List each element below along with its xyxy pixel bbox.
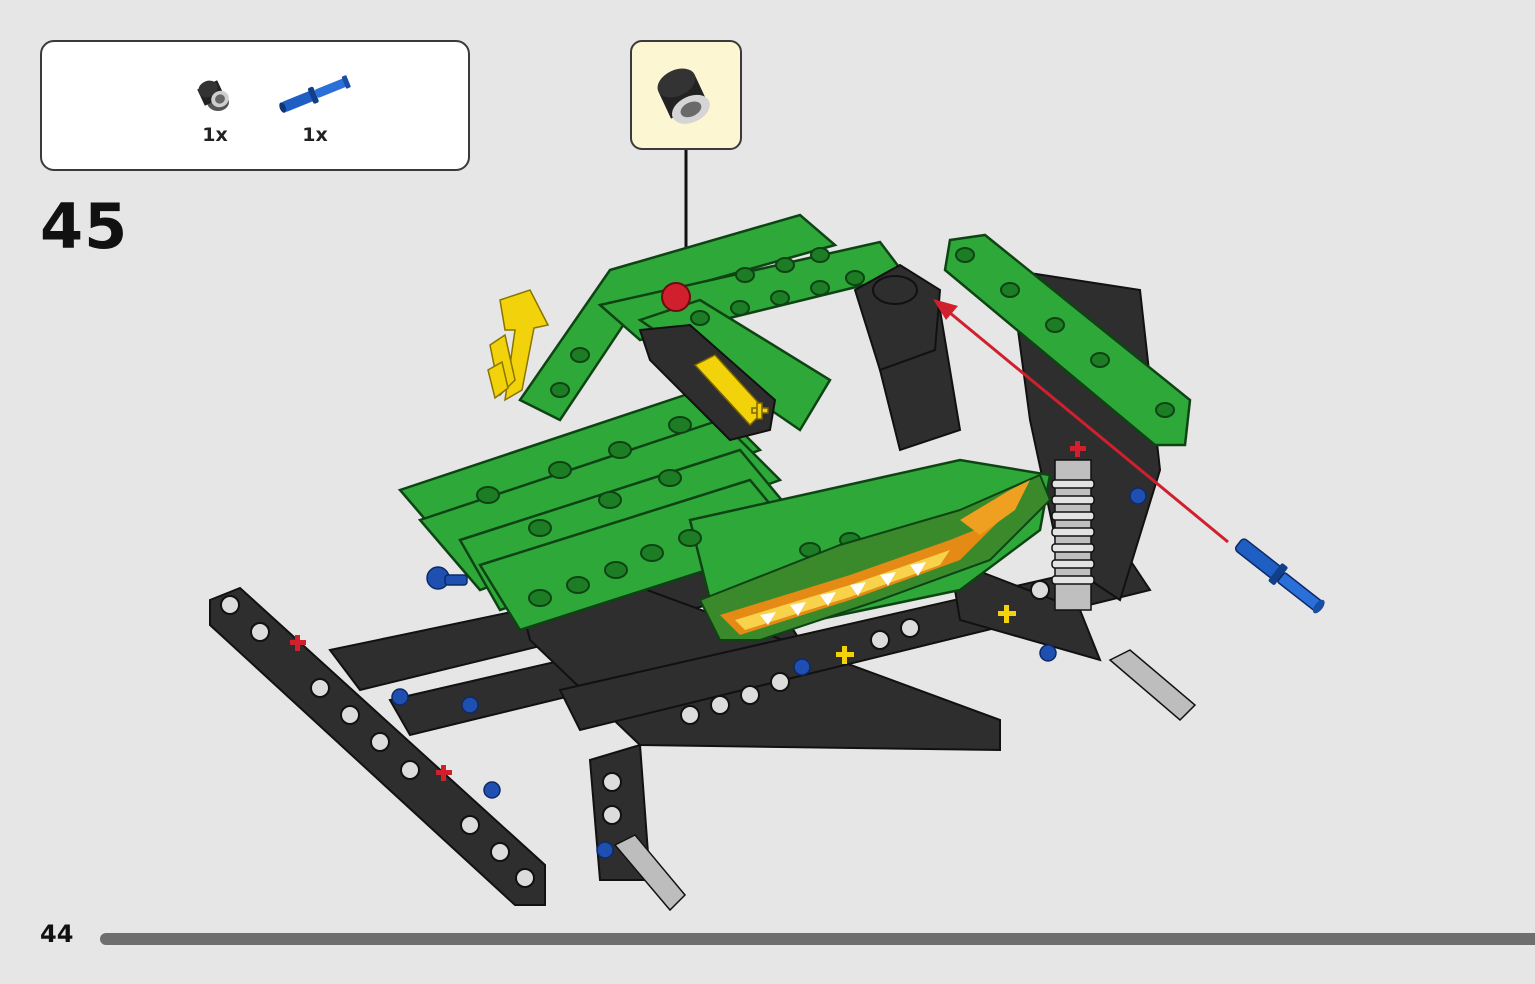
black-bush-icon <box>197 80 229 111</box>
green-beam-holes <box>476 247 1175 607</box>
blue-axle-pin-part <box>1234 538 1325 614</box>
parts-list-qty: 1x <box>202 124 228 146</box>
yellow-cross-markers <box>836 605 1016 664</box>
blue-connector <box>426 566 468 590</box>
sub-step-callout <box>630 40 742 150</box>
green-body <box>397 213 1192 642</box>
assembly-arrow-line <box>943 306 1229 544</box>
shock-absorber <box>1051 459 1095 611</box>
parts-list-item-axle-pin: 1x <box>270 72 360 162</box>
parts-list-box: 1x 1x <box>40 40 470 171</box>
assembly-arrow-head <box>933 299 958 320</box>
crocodile-decal <box>698 473 1052 641</box>
red-cross-markers <box>290 441 1086 781</box>
parts-list-item-bush: 1x <box>170 72 260 162</box>
rotation-arrow-icon <box>487 289 550 402</box>
page-progress-bar <box>100 933 1535 945</box>
black-bush-icon <box>657 68 710 124</box>
dark-beam-holes <box>220 580 1050 888</box>
page-number: 44 <box>40 920 74 948</box>
parts-list-qty: 1x <box>302 124 328 146</box>
yellow-axle <box>693 354 769 427</box>
blue-axle-pin-icon <box>279 75 351 113</box>
axle-ends <box>613 649 1197 912</box>
red-pin-marker <box>661 282 691 312</box>
step-number: 45 <box>40 190 129 263</box>
